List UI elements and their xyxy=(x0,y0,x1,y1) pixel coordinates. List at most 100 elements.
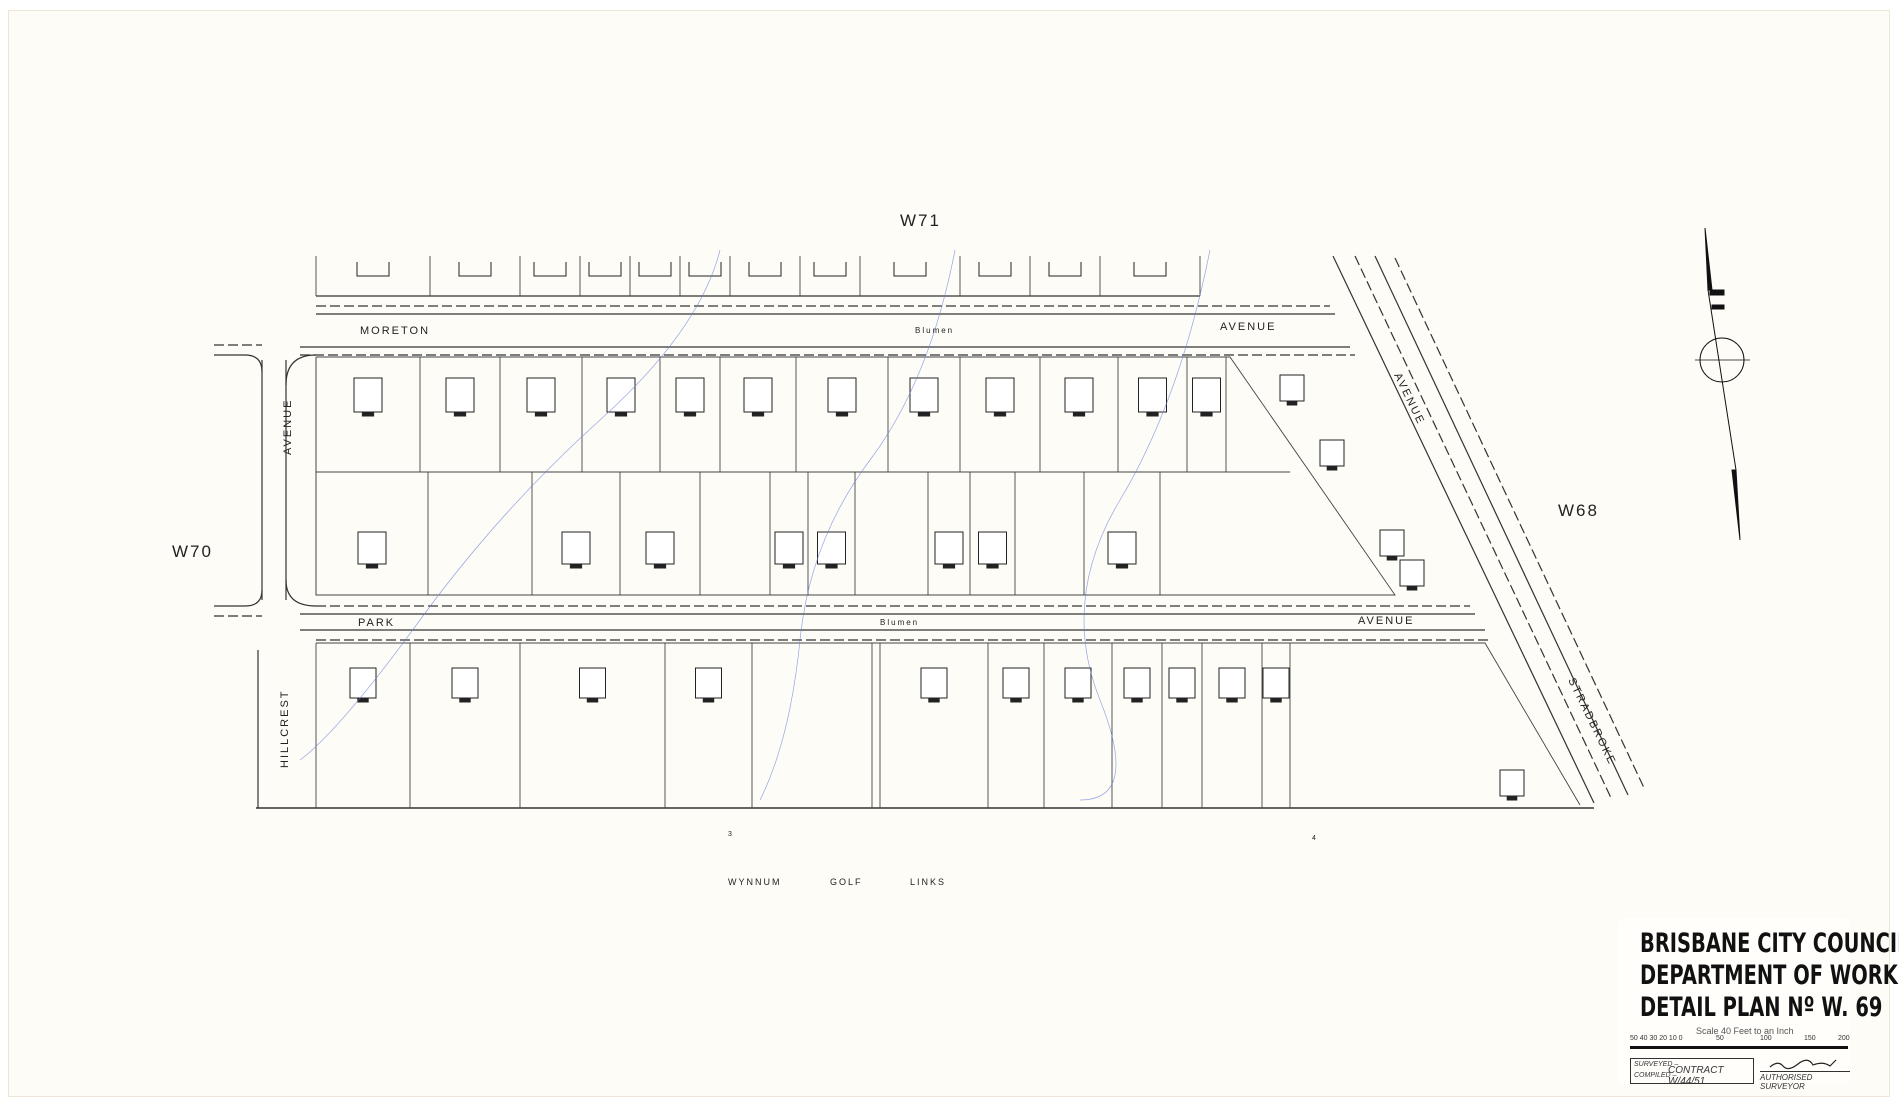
stradbroke-east-kerb xyxy=(1374,255,1629,796)
house xyxy=(1279,374,1305,402)
surveyed-label: SURVEYED – xyxy=(1634,1061,1679,1068)
scale-tick: 50 40 30 20 10 0 xyxy=(1630,1035,1683,1042)
house-north xyxy=(813,262,847,277)
scale-text: Scale 40 Feet to an Inch xyxy=(1696,1026,1794,1036)
house-north xyxy=(748,262,782,277)
house xyxy=(774,531,804,565)
house-steps xyxy=(1506,795,1518,801)
house xyxy=(606,377,636,413)
house-steps xyxy=(586,697,599,703)
surface-label-park: Blumen xyxy=(880,618,919,627)
road-lines xyxy=(214,255,1646,809)
house-north xyxy=(893,262,927,277)
street-park: PARK xyxy=(358,617,395,629)
house-north xyxy=(1133,262,1167,277)
house xyxy=(1064,667,1092,699)
street-hillcrest: HILLCREST xyxy=(279,689,291,768)
house-steps xyxy=(1176,697,1188,703)
corner-sw xyxy=(214,589,263,607)
compiled-label: COMPILED – xyxy=(1634,1072,1677,1079)
street-moreton: MORETON xyxy=(360,325,430,337)
house-steps xyxy=(1270,697,1282,703)
street-hillcrest-avenue: AVENUE xyxy=(282,399,294,455)
house-steps xyxy=(534,411,548,417)
street-moreton-avenue: AVENUE xyxy=(1220,321,1276,333)
house xyxy=(561,531,591,565)
house-north xyxy=(638,262,672,277)
block-outline xyxy=(316,642,1581,806)
scale-tick: 100 xyxy=(1760,1035,1772,1042)
house-steps xyxy=(1406,585,1418,591)
house-steps xyxy=(928,697,940,703)
house xyxy=(1379,529,1405,557)
street-stradbroke-avenue: AVENUE xyxy=(1391,371,1427,427)
house xyxy=(353,377,383,413)
house-steps xyxy=(453,411,467,417)
house xyxy=(579,667,606,699)
house xyxy=(1399,559,1425,587)
house xyxy=(1319,439,1345,467)
house xyxy=(1192,377,1221,413)
house xyxy=(357,531,387,565)
stradbroke-line xyxy=(1354,255,1613,801)
house-north xyxy=(356,262,390,277)
street-park-avenue: AVENUE xyxy=(1358,615,1414,627)
house xyxy=(1138,377,1167,413)
house-north xyxy=(688,262,722,277)
contour xyxy=(759,249,956,801)
house-steps xyxy=(1326,465,1338,471)
golf-links-word-3: LINKS xyxy=(910,877,946,887)
house-steps xyxy=(986,563,999,569)
house xyxy=(526,377,556,413)
title-plan-number: DETAIL PLAN Nº W. 69 xyxy=(1640,992,1883,1023)
stradbroke-east-edge xyxy=(1394,257,1646,791)
house-steps xyxy=(1072,411,1086,417)
corner-ne xyxy=(285,354,317,386)
sheet-ref-east: W68 xyxy=(1558,501,1599,520)
house-north xyxy=(458,262,492,277)
corner-se xyxy=(285,579,317,607)
buildings xyxy=(349,262,1525,801)
lot-number: 3 xyxy=(728,831,734,838)
house xyxy=(817,531,846,565)
house xyxy=(1218,667,1246,699)
house xyxy=(349,667,377,699)
house xyxy=(1262,667,1290,699)
house-steps xyxy=(653,563,667,569)
sheet-ref-north: W71 xyxy=(900,211,941,230)
house-steps xyxy=(569,563,583,569)
contour xyxy=(1079,249,1211,801)
house-north xyxy=(588,262,622,277)
house-steps xyxy=(1200,411,1213,417)
title-block: BRISBANE CITY COUNCIL DEPARTMENT OF WORK… xyxy=(1618,918,1899,1091)
house-steps xyxy=(357,697,369,703)
scale-tick: 50 xyxy=(1716,1035,1724,1042)
signature xyxy=(1769,1059,1837,1070)
house xyxy=(920,667,948,699)
house xyxy=(645,531,675,565)
house-steps xyxy=(365,563,379,569)
contour-lines xyxy=(299,249,1211,801)
house-steps xyxy=(1115,563,1129,569)
house-steps xyxy=(1286,400,1298,406)
house xyxy=(827,377,857,413)
surface-label: Blumen xyxy=(915,326,954,335)
house-steps xyxy=(1146,411,1159,417)
golf-links-word-1: WYNNUM xyxy=(728,877,782,887)
house xyxy=(1002,667,1030,699)
house-steps xyxy=(835,411,849,417)
scale-bar xyxy=(1630,1046,1848,1049)
house-steps xyxy=(825,563,838,569)
house xyxy=(1107,531,1137,565)
contract-number: CONTRACT W/44/51 xyxy=(1668,1065,1724,1087)
house-steps xyxy=(683,411,697,417)
house-north xyxy=(533,262,567,277)
house xyxy=(1123,667,1151,699)
house-steps xyxy=(702,697,715,703)
scale-tick: 200 xyxy=(1838,1035,1850,1042)
authorised-surveyor: AUTHORISED SURVEYOR xyxy=(1760,1071,1850,1091)
house-steps xyxy=(614,411,628,417)
sheet-ref-west: W70 xyxy=(172,542,213,561)
house-steps xyxy=(1072,697,1084,703)
